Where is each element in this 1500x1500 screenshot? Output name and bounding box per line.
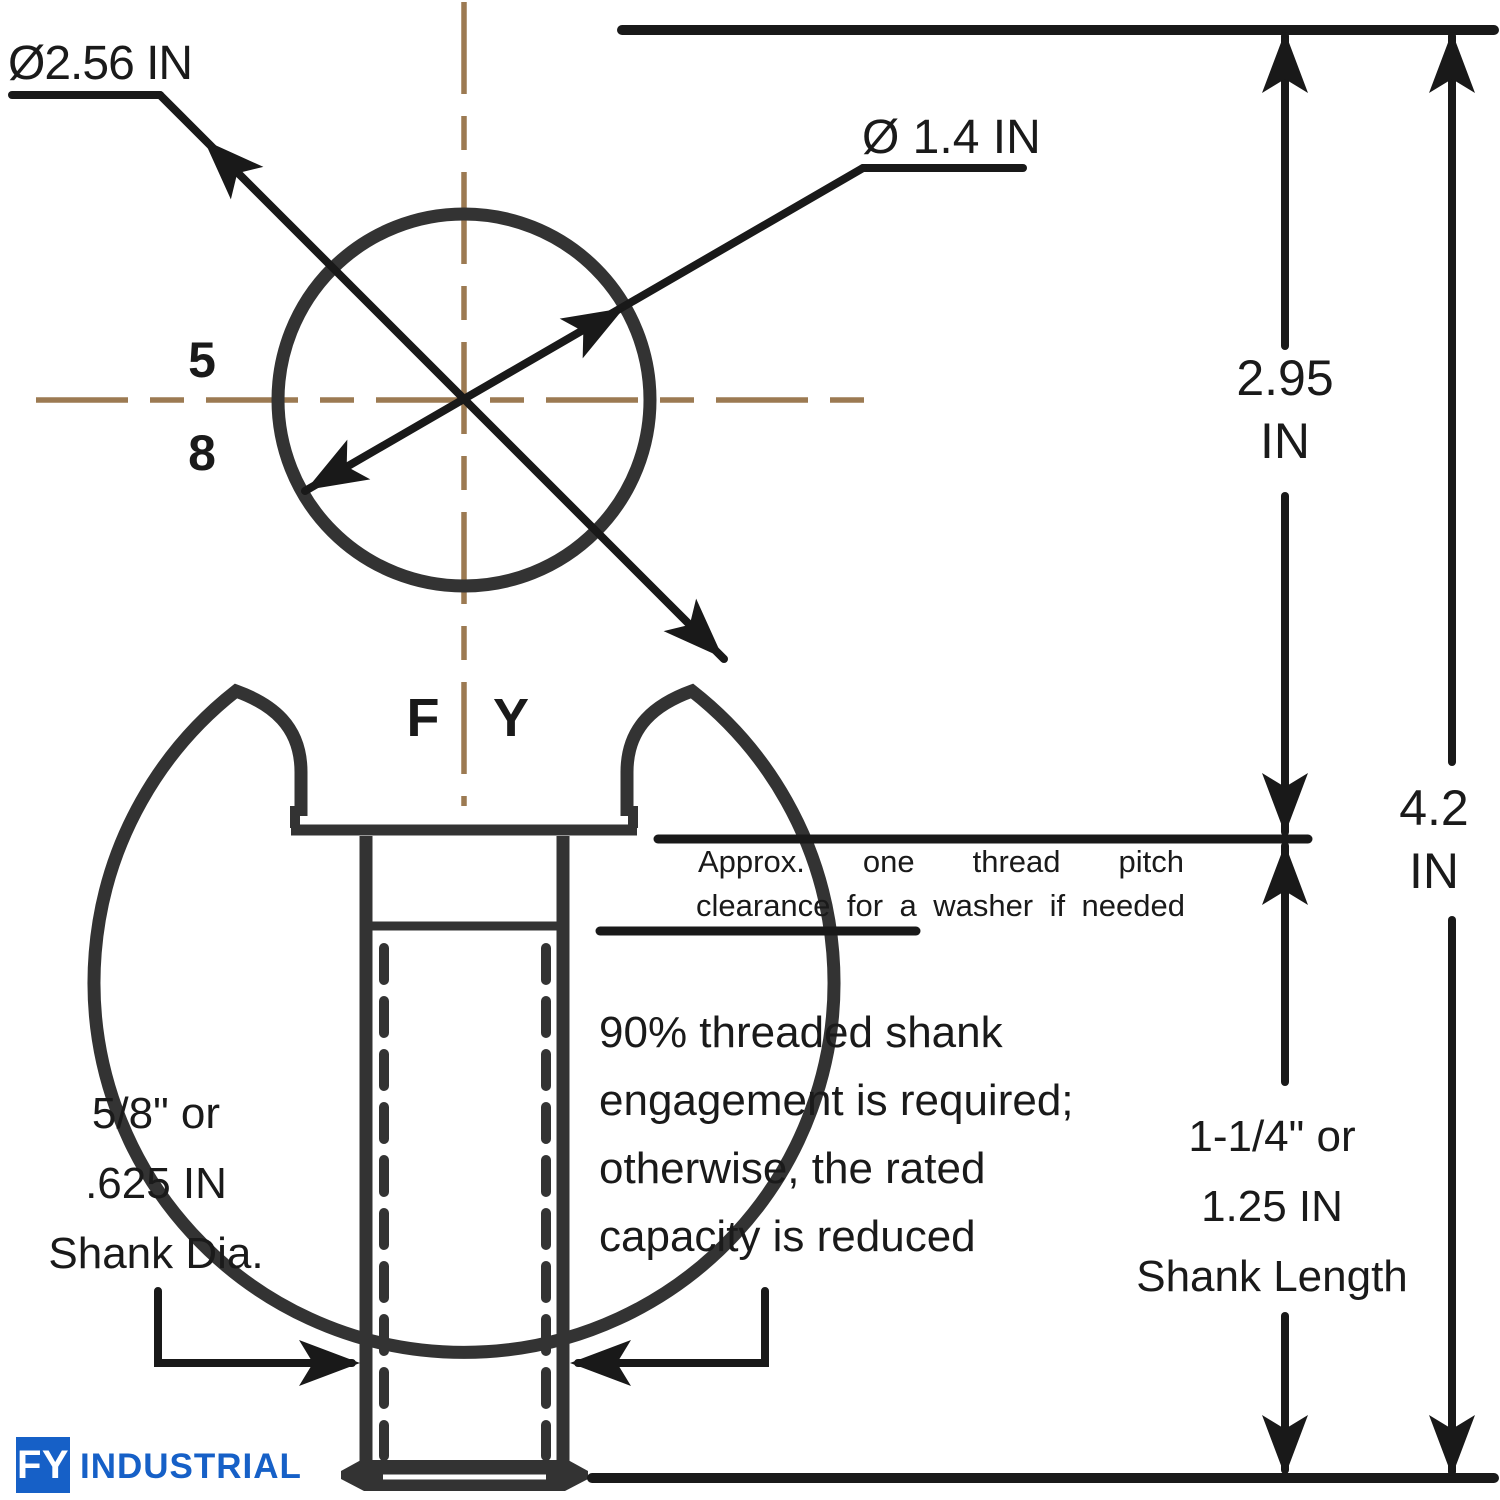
forge-mark-right: Y bbox=[492, 688, 530, 748]
hole-diameter-label: Ø 1.4 IN bbox=[862, 111, 1041, 164]
engagement-note: 90% threaded shank engagement is require… bbox=[599, 1008, 1074, 1261]
washer-note-line1: Approx. one thread pitch bbox=[698, 844, 1184, 879]
overall-length-dimension-text: 4.2 IN bbox=[1399, 780, 1469, 899]
forge-mark-left: F bbox=[406, 688, 440, 748]
shank-length-label: 1-1/4" or 1.25 IN Shank Length bbox=[1136, 1112, 1408, 1301]
eye-bolt-outline bbox=[87, 207, 841, 1462]
eye-ring-and-neck-outline bbox=[87, 683, 841, 1359]
arrow-hole-dia-lower-icon bbox=[306, 439, 371, 490]
thread-fraction-denominator: 8 bbox=[188, 425, 216, 481]
eye-height-dimension-text: 2.95 IN bbox=[1236, 350, 1334, 469]
arrow-up-eye-height-icon bbox=[1262, 32, 1308, 93]
outer-diameter-label: Ø2.56 IN bbox=[8, 37, 193, 90]
arrowheads bbox=[204, 32, 1475, 1476]
arrow-shank-dia-left-icon bbox=[299, 1340, 360, 1386]
shank-dia-leader-right bbox=[574, 1287, 769, 1367]
brand-logo-mark: FY bbox=[16, 1437, 70, 1493]
arrow-up-shank-length-icon bbox=[1262, 844, 1308, 905]
arrow-hole-dia-upper-icon bbox=[559, 308, 624, 359]
arrow-down-overall-icon bbox=[1429, 1415, 1475, 1476]
arrow-outer-dia-upper-icon bbox=[204, 140, 264, 200]
shank-diameter-label: 5/8" or .625 IN Shank Dia. bbox=[48, 1089, 264, 1278]
washer-note-line2: clearance for a washer if needed bbox=[696, 888, 1185, 923]
arrow-down-eye-height-icon bbox=[1262, 773, 1308, 834]
outer-dia-diameter-line bbox=[156, 91, 728, 663]
eye-hole-circle bbox=[271, 207, 657, 593]
shank-dia-leader-left bbox=[154, 1287, 356, 1367]
arrow-down-shank-length-icon bbox=[1262, 1415, 1308, 1476]
brand-logo-text: INDUSTRIAL bbox=[80, 1447, 302, 1486]
arrow-up-overall-icon bbox=[1429, 32, 1475, 93]
thread-fraction-numerator: 5 bbox=[188, 332, 216, 388]
arrow-shank-dia-right-icon bbox=[570, 1340, 631, 1386]
arrow-outer-dia-lower-icon bbox=[663, 598, 723, 658]
